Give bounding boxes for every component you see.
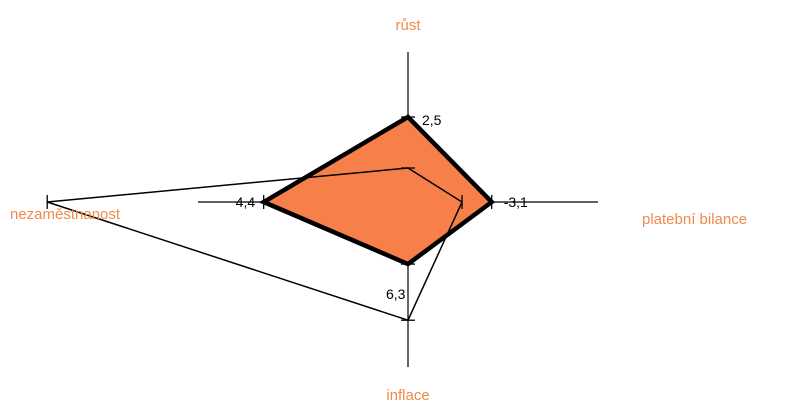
axis-label-unemployment: nezaměstnanost bbox=[10, 206, 121, 223]
ticks-layer bbox=[46, 116, 493, 321]
axis-label-growth: růst bbox=[395, 17, 421, 34]
value-label-balance: -3,1 bbox=[504, 194, 528, 210]
axis-label-balance: platební bilance bbox=[642, 211, 747, 228]
value-label-inflation: 6,3 bbox=[386, 286, 406, 302]
axis-label-inflation: inflace bbox=[386, 387, 429, 403]
series-main-polygon bbox=[258, 114, 496, 267]
value-label-growth: 2,5 bbox=[422, 112, 442, 128]
value-label-unemployment: 4,4 bbox=[236, 194, 256, 210]
